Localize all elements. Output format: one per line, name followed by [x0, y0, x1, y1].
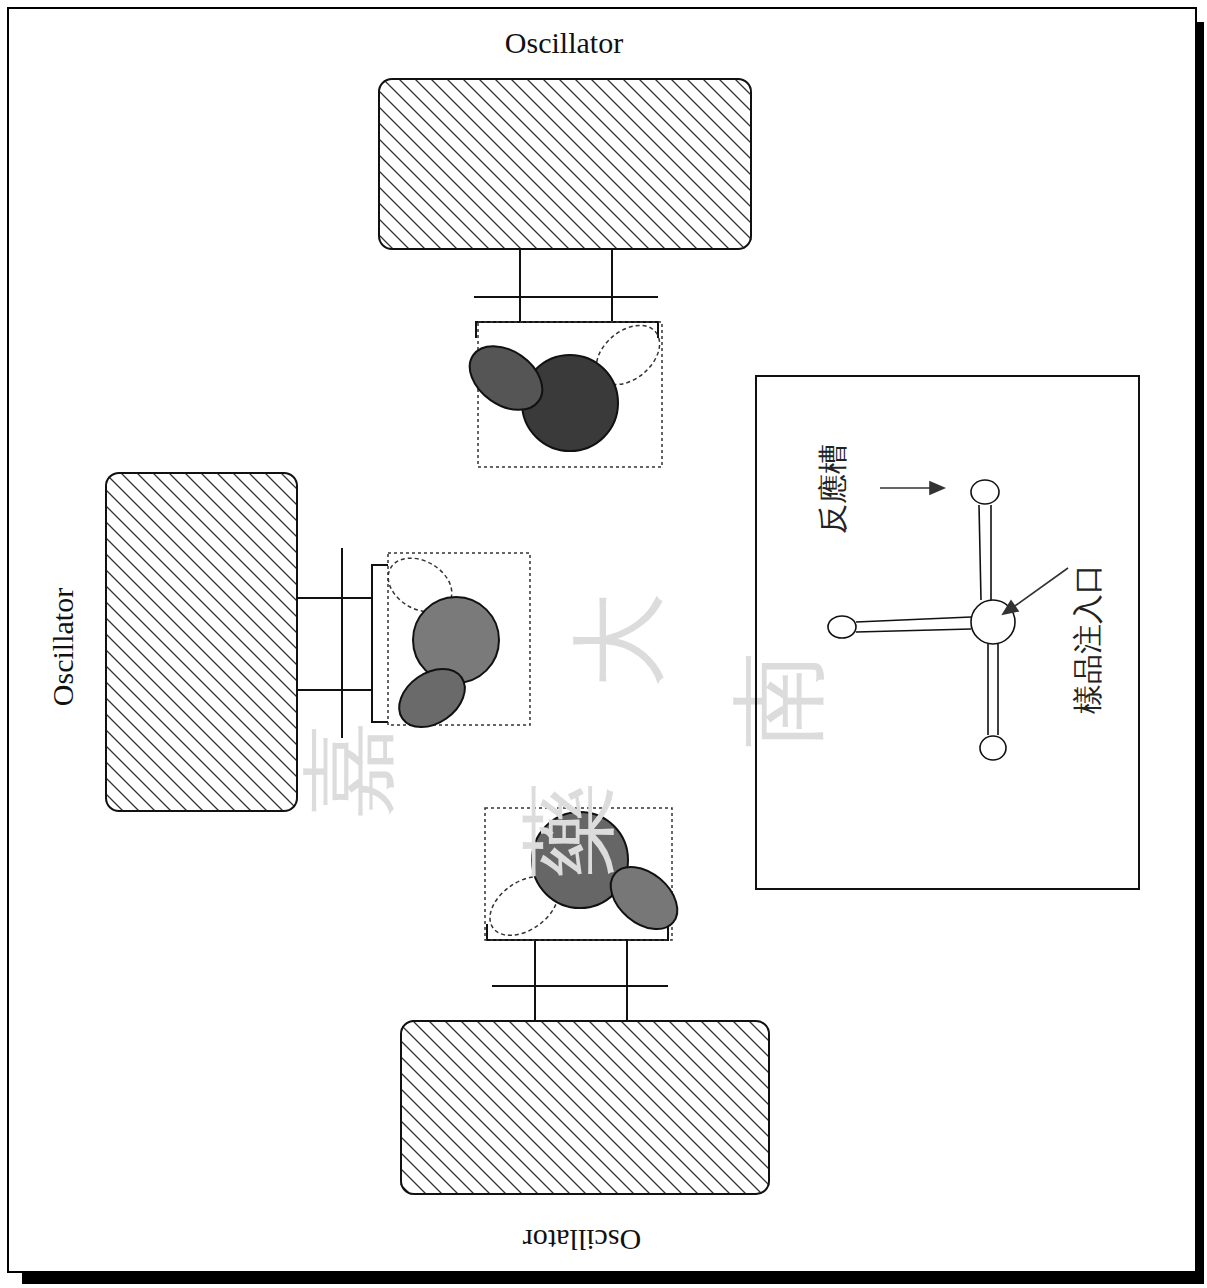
watermark-text: 嘉	[297, 722, 403, 818]
oscillator-hatch	[400, 1020, 770, 1195]
watermark-text: 南	[727, 652, 833, 748]
oscillator-hatch	[105, 472, 298, 812]
watermark-text: 藥	[517, 782, 623, 878]
oscillator-box: Oscillator	[378, 78, 752, 250]
sensor-region	[388, 322, 672, 940]
oscillator-label: Oscillator	[523, 1224, 641, 1257]
chip-channels	[828, 480, 1015, 760]
oscillator-label: Oscillator	[46, 588, 79, 706]
reservoir-label: 反應槽	[816, 444, 849, 534]
oscillator-label: Oscillator	[505, 26, 623, 59]
molecule-complex	[458, 313, 671, 451]
watermark-text: 大	[567, 592, 673, 688]
frame	[8, 8, 1196, 1272]
molecule-complex	[379, 547, 499, 739]
oscillator-box: Oscillator	[400, 1020, 770, 1195]
inlet-label: 樣品注入口	[1071, 564, 1104, 714]
oscillator-box: Oscillator	[105, 472, 298, 812]
pointer-arrow	[880, 482, 1068, 614]
oscillator-hatch	[378, 78, 752, 250]
chip-panel: 反應槽樣品注入口	[755, 375, 1140, 890]
